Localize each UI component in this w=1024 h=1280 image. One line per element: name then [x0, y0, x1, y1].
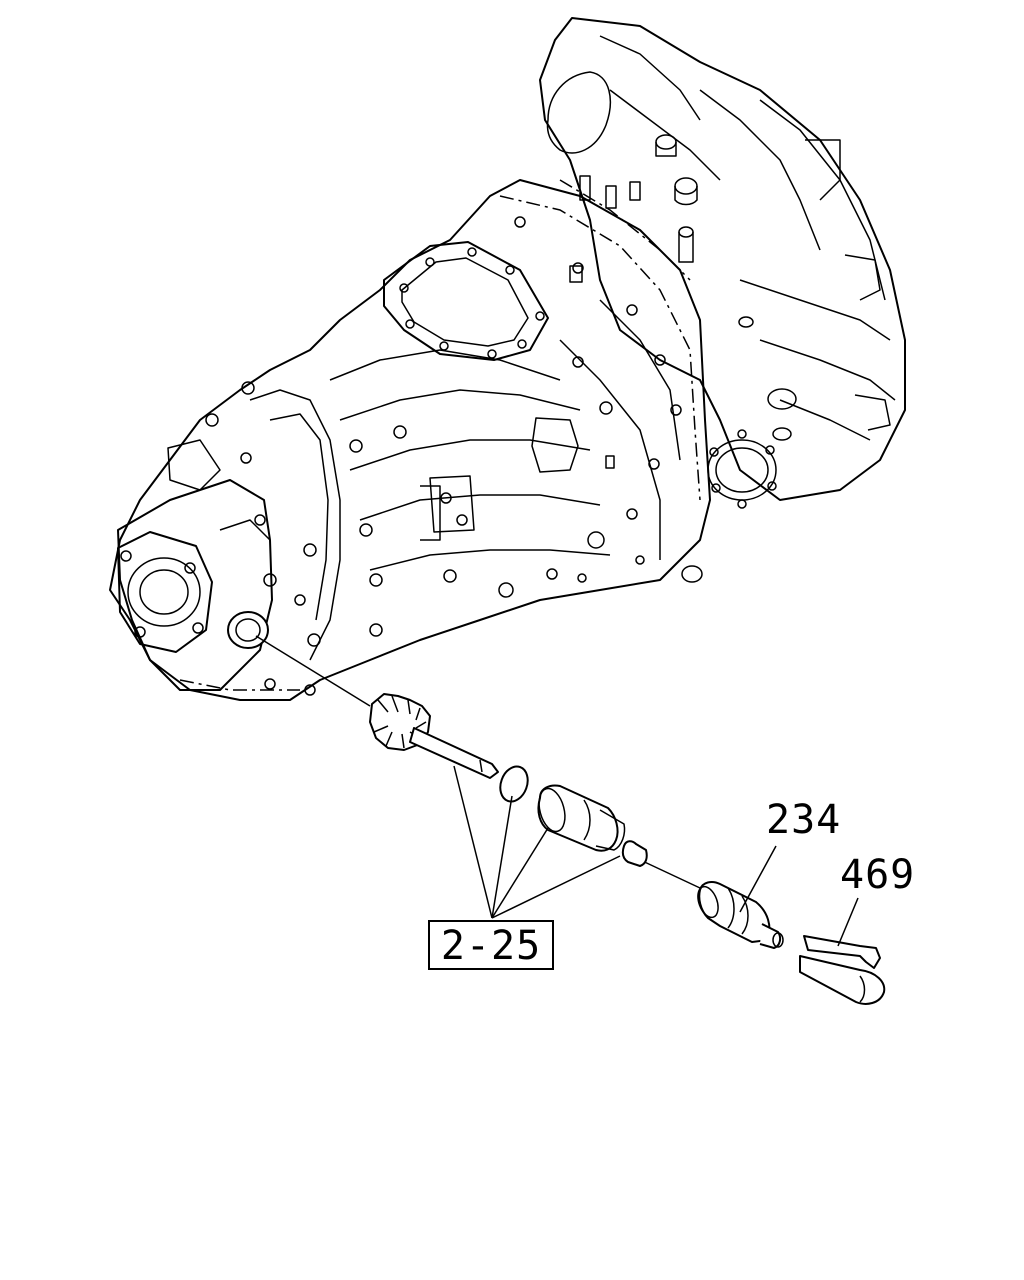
extension-housing [117, 439, 321, 696]
exploded-parts [255, 635, 886, 1005]
part-number-234: 234 [766, 797, 842, 843]
leader-lines [453, 765, 859, 947]
main-case [109, 175, 777, 701]
bushing [621, 840, 648, 867]
part-number-469: 469 [840, 852, 916, 898]
driven-sleeve [537, 784, 619, 852]
o-ring [499, 765, 529, 803]
retaining-clip [803, 935, 881, 969]
bell-housing [539, 17, 906, 583]
gear-shaft [409, 727, 499, 779]
assembly-reference-box[interactable]: 2-25 [428, 920, 554, 970]
